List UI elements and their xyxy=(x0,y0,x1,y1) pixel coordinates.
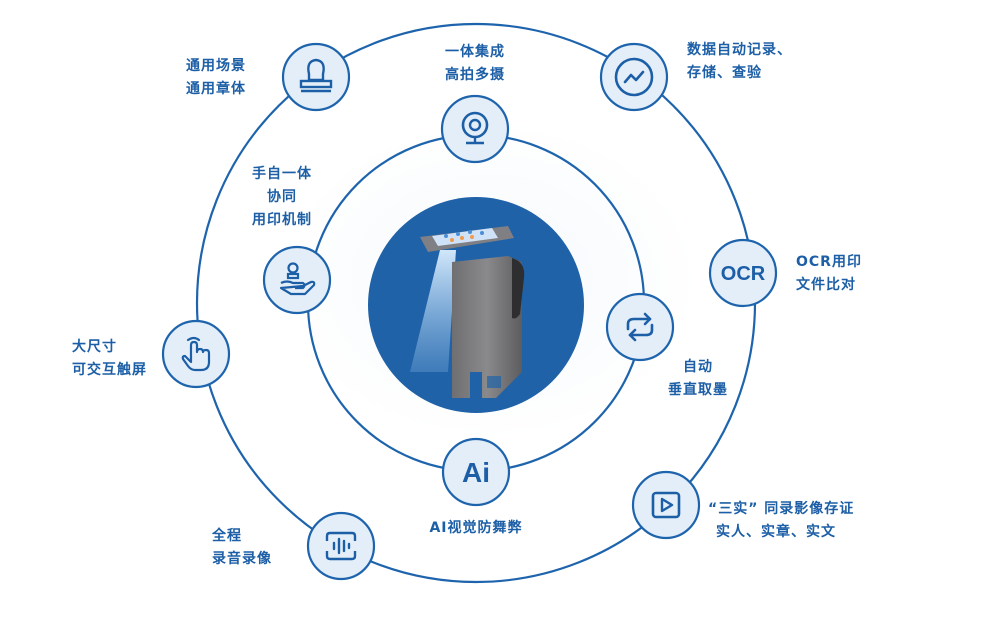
label-hand-auto: 手自一体 协同 用印机制 xyxy=(232,163,332,232)
label-line: 全程 xyxy=(212,528,242,544)
center-device-illustration xyxy=(368,197,584,413)
label-line: 一体集成 xyxy=(445,44,505,60)
label-line: 数据自动记录、 xyxy=(687,42,792,58)
label-multi-camera: 一体集成 高拍多摄 xyxy=(425,41,525,87)
label-touchscreen: 大尺寸 可交互触屏 xyxy=(72,336,147,382)
ocr-icon-text: OCR xyxy=(721,263,766,285)
label-line: 手自一体 xyxy=(252,166,312,182)
device-base-slot xyxy=(487,376,501,388)
screen-app-dot xyxy=(456,232,460,236)
node-hand-auto xyxy=(262,245,332,315)
touch-gesture-icon xyxy=(181,336,211,372)
label-line: 文件比对 xyxy=(796,277,856,293)
label-ocr-compare: OCR用印 文件比对 xyxy=(796,251,862,297)
label-video-evidence: “三实” 同录影像存证 实人、实章、实文 xyxy=(708,498,854,544)
node-circle xyxy=(262,245,332,315)
label-ai-vision: AI视觉防舞弊 xyxy=(406,517,546,540)
label-line: OCR用印 xyxy=(796,254,862,270)
node-circle xyxy=(161,319,231,389)
label-line: “三实” 同录影像存证 xyxy=(708,501,855,517)
label-line: 录音录像 xyxy=(212,551,272,567)
node-circle xyxy=(306,511,376,581)
screen-app-dot xyxy=(450,238,454,242)
stamp-icon xyxy=(299,58,333,93)
node-audio-video xyxy=(306,511,376,581)
label-line: 存储、查验 xyxy=(687,65,762,81)
node-ocr-compare: OCR xyxy=(708,238,778,308)
label-line: 大尺寸 xyxy=(72,339,117,355)
label-line: 可交互触屏 xyxy=(72,362,147,378)
label-universal-seal: 通用场景 通用章体 xyxy=(150,55,246,101)
node-video-evidence xyxy=(631,470,701,540)
label-line: 协同 xyxy=(267,189,297,205)
label-line: 自动 xyxy=(683,359,713,375)
audio-wave-icon xyxy=(325,531,357,561)
node-touchscreen xyxy=(161,319,231,389)
screen-app-dot xyxy=(444,234,448,238)
node-auto-ink xyxy=(605,292,675,362)
ocr-icon: OCR xyxy=(721,263,766,285)
light-beam xyxy=(410,250,456,372)
node-data-record xyxy=(599,42,669,112)
node-circle xyxy=(708,238,778,308)
node-circle xyxy=(605,292,675,362)
node-multi-camera xyxy=(440,94,510,164)
label-audio-video: 全程 录音录像 xyxy=(212,525,272,571)
node-universal-seal xyxy=(281,42,351,112)
hand-stamp-icon xyxy=(279,262,316,296)
node-ai-vision: Ai xyxy=(441,437,511,507)
node-circle xyxy=(441,437,511,507)
label-line: 实人、实章、实文 xyxy=(716,524,836,540)
device-handle xyxy=(512,258,525,319)
refresh-icon xyxy=(626,312,654,342)
screen-app-dot xyxy=(470,235,474,239)
video-play-icon xyxy=(651,491,681,519)
label-auto-ink: 自动 垂直取墨 xyxy=(648,356,748,402)
label-line: 通用场景 xyxy=(186,58,246,74)
label-line: 用印机制 xyxy=(252,212,312,228)
ai-icon-text: Ai xyxy=(462,457,490,488)
screen-app-dot xyxy=(460,236,464,240)
ai-icon: Ai xyxy=(462,457,490,488)
node-circle xyxy=(281,42,351,112)
label-line: 高拍多摄 xyxy=(445,67,505,83)
label-data-record: 数据自动记录、 存储、查验 xyxy=(687,39,792,85)
device-body xyxy=(452,256,522,398)
label-line: AI视觉防舞弊 xyxy=(429,520,523,536)
label-line: 通用章体 xyxy=(186,81,246,97)
screen-app-dot xyxy=(480,231,484,235)
webcam-icon xyxy=(461,111,489,145)
trend-chart-icon xyxy=(614,57,654,97)
screen-app-dot xyxy=(468,230,472,234)
node-circle xyxy=(631,470,701,540)
label-line: 垂直取墨 xyxy=(668,382,728,398)
